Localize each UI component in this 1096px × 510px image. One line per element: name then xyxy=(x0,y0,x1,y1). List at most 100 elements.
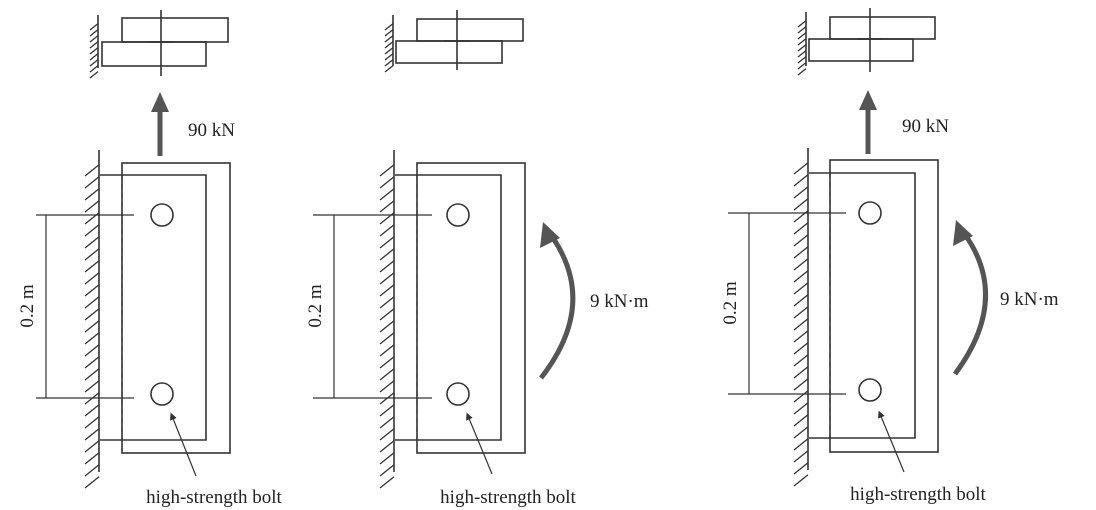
hatch-mark xyxy=(84,356,100,369)
hatch-mark xyxy=(89,29,99,37)
dimension-label-2: 0.2 m xyxy=(305,284,326,328)
hatch-mark xyxy=(84,236,100,249)
hatch-mark xyxy=(793,354,809,367)
hatch-mark xyxy=(84,272,100,285)
moment-label-3: 9 kN·m xyxy=(1000,289,1059,310)
hatch-mark xyxy=(793,450,809,463)
wall-hatch-1 xyxy=(84,164,100,489)
hatch-mark xyxy=(89,35,99,43)
hatch-mark xyxy=(379,368,395,381)
hatch-mark xyxy=(793,366,809,379)
hatch-mark xyxy=(793,294,809,307)
hatch-mark xyxy=(793,378,809,391)
hatch-mark xyxy=(384,29,394,37)
bolt-bottom-3 xyxy=(858,378,882,402)
hatch-mark xyxy=(84,176,100,189)
hatch-mark xyxy=(793,174,809,187)
hatch-mark xyxy=(84,380,100,393)
hatch-mark xyxy=(89,23,99,31)
side-view-2 xyxy=(384,10,524,73)
hatch-mark xyxy=(793,342,809,355)
hatch-mark xyxy=(793,162,809,175)
bolt-top-2 xyxy=(446,203,470,227)
wall-hatch-top-3 xyxy=(797,20,807,76)
bolt-top-1 xyxy=(150,203,174,227)
hatch-mark xyxy=(84,416,100,429)
hatch-mark xyxy=(84,344,100,357)
hatch-mark xyxy=(793,306,809,319)
hatch-mark xyxy=(797,20,807,28)
panel-2: 0.2 m 9 kN·m high-strength bolt xyxy=(305,10,649,508)
hatch-mark xyxy=(379,476,395,489)
bolt-label-1: high-strength bolt xyxy=(146,487,282,508)
hatch-mark xyxy=(379,164,395,177)
front-view-3 xyxy=(728,148,939,487)
wall-hatch-3 xyxy=(793,162,809,487)
force-label-1: 90 kN xyxy=(188,120,235,141)
bolt-label-2: high-strength bolt xyxy=(440,487,576,508)
hatch-mark xyxy=(379,452,395,465)
hatch-mark xyxy=(84,464,100,477)
bolt-leader-3 xyxy=(878,410,905,473)
bolt-bottom-2 xyxy=(446,382,470,406)
force-arrow-1 xyxy=(151,92,169,156)
hatch-mark xyxy=(384,59,394,67)
hatch-mark xyxy=(84,332,100,345)
force-arrow-3 xyxy=(859,90,877,154)
hatch-mark xyxy=(793,270,809,283)
hatch-mark xyxy=(84,452,100,465)
hatch-mark xyxy=(84,476,100,489)
hatch-mark xyxy=(89,59,99,67)
hatch-mark xyxy=(379,416,395,429)
hatch-mark xyxy=(379,320,395,333)
moment-arrow-3 xyxy=(952,220,989,376)
hatch-mark xyxy=(89,47,99,55)
hatch-mark xyxy=(84,248,100,261)
hatch-mark xyxy=(84,224,100,237)
wall-hatch-top-1 xyxy=(89,23,99,79)
hatch-mark xyxy=(379,428,395,441)
hatch-mark xyxy=(379,248,395,261)
hatch-mark xyxy=(384,53,394,61)
bolt-leader-2 xyxy=(466,412,493,475)
hatch-mark xyxy=(379,380,395,393)
hatch-mark xyxy=(793,414,809,427)
hatch-mark xyxy=(384,65,394,73)
hatch-mark xyxy=(84,164,100,177)
dimension-label-1: 0.2 m xyxy=(17,284,38,328)
hatch-mark xyxy=(797,68,807,76)
hatch-mark xyxy=(89,65,99,73)
hatch-mark xyxy=(84,428,100,441)
side-view-3 xyxy=(797,8,936,76)
hatch-mark xyxy=(793,198,809,211)
hatch-mark xyxy=(793,402,809,415)
front-view-1 xyxy=(36,150,231,489)
wall-hatch-2 xyxy=(379,164,395,489)
hatch-mark xyxy=(793,438,809,451)
front-view-2 xyxy=(313,150,526,489)
hatch-mark xyxy=(797,56,807,64)
dimension-label-3: 0.2 m xyxy=(720,281,741,325)
hatch-mark xyxy=(384,47,394,55)
hatch-mark xyxy=(379,344,395,357)
hatch-mark xyxy=(379,188,395,201)
hatch-mark xyxy=(379,440,395,453)
moment-arrow-2 xyxy=(539,222,576,380)
bolt-top-3 xyxy=(858,201,882,225)
hatch-mark xyxy=(797,62,807,70)
hatch-mark xyxy=(793,222,809,235)
hatch-mark xyxy=(797,26,807,34)
hatch-mark xyxy=(84,284,100,297)
hatch-mark xyxy=(84,320,100,333)
hatch-mark xyxy=(379,284,395,297)
hatch-mark xyxy=(379,296,395,309)
hatch-mark xyxy=(793,258,809,271)
hatch-mark xyxy=(384,41,394,49)
hatch-mark xyxy=(379,176,395,189)
force-label-3: 90 kN xyxy=(902,116,949,137)
hatch-mark xyxy=(379,404,395,417)
hatch-mark xyxy=(379,308,395,321)
bolt-label-3: high-strength bolt xyxy=(850,484,986,505)
hatch-mark xyxy=(84,308,100,321)
